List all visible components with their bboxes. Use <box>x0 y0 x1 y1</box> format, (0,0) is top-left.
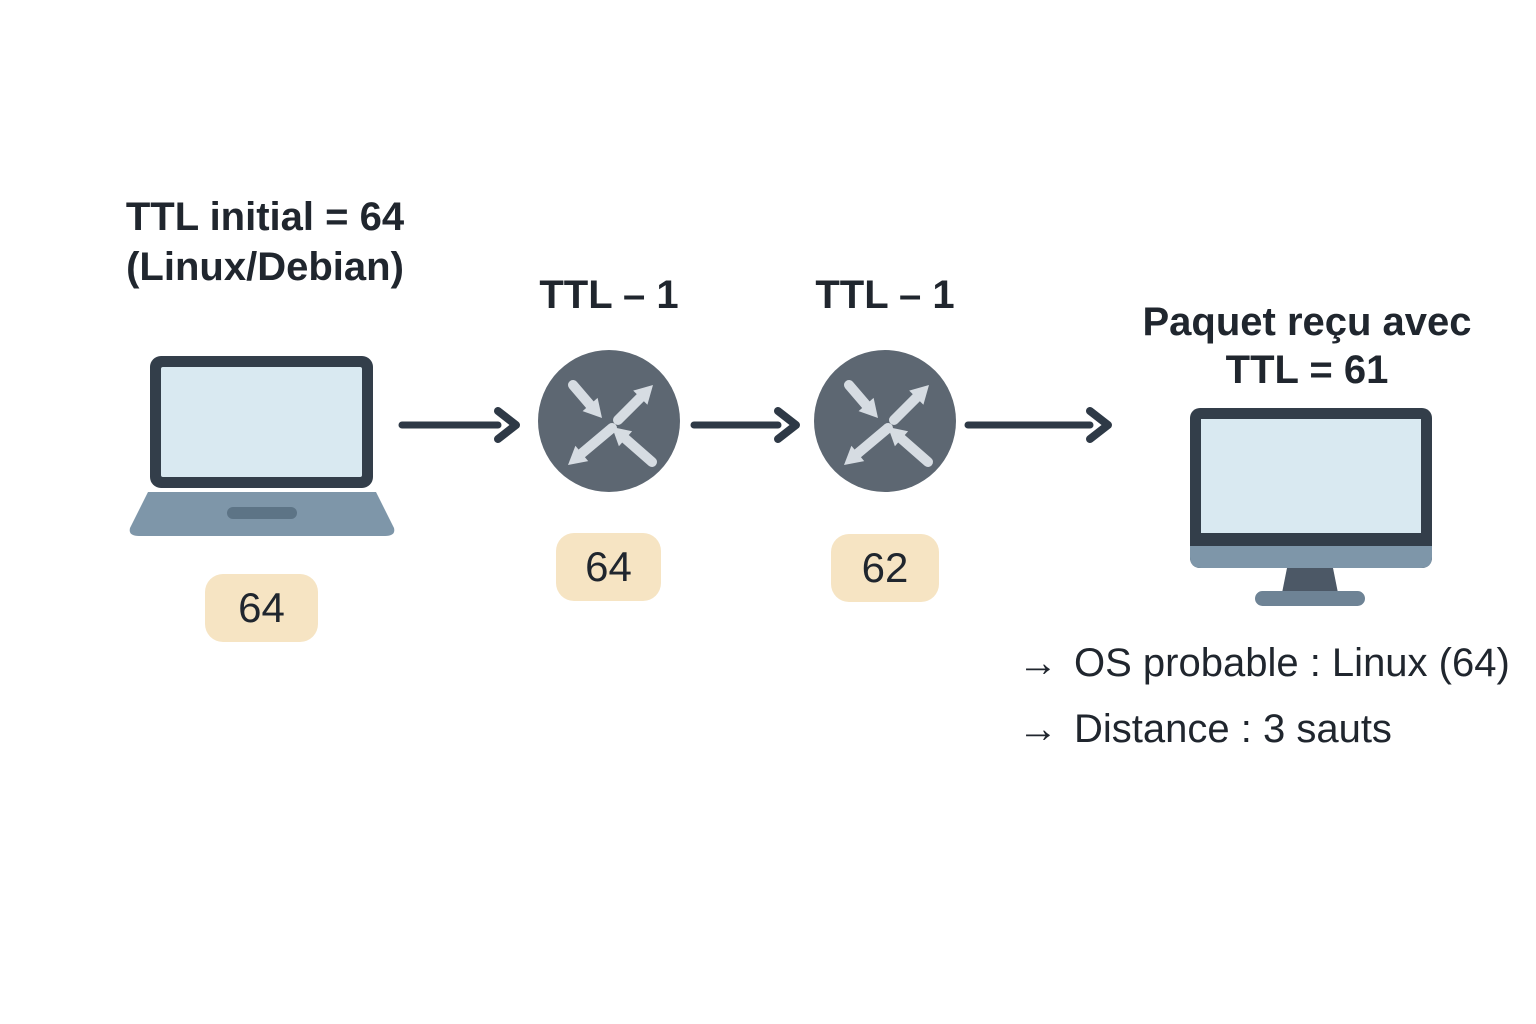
monitor-base <box>1255 591 1365 606</box>
arrow-right-icon <box>964 407 1112 443</box>
source-title: TTL initial = 64 (Linux/Debian) <box>70 192 460 292</box>
router-icon <box>538 350 680 492</box>
destination-title-line1: Paquet reçu avec <box>1142 300 1472 344</box>
result-line-os: → OS probable : Linux (64) <box>1018 640 1510 686</box>
destination-title: Paquet reçu avec TTL = 61 <box>1117 298 1497 394</box>
router-arrows-glyph <box>568 380 657 467</box>
hop1-ttl-value: 64 <box>585 543 632 590</box>
hop2-label: TTL – 1 <box>815 273 955 317</box>
monitor-icon <box>1190 408 1432 606</box>
source-title-line2: (Linux/Debian) <box>126 245 404 289</box>
router-arrows-glyph <box>844 380 933 467</box>
analysis-results: → OS probable : Linux (64) → Distance : 3 … <box>1018 640 1510 772</box>
result-line-distance: → Distance : 3 sauts <box>1018 706 1510 752</box>
monitor-stand <box>1281 568 1339 598</box>
result-distance-text: Distance : 3 sauts <box>1074 707 1392 751</box>
hop2-ttl-value: 62 <box>861 544 909 591</box>
hop1-label: TTL – 1 <box>539 273 679 317</box>
source-ttl-value: 64 <box>238 584 285 631</box>
hop1-ttl-badge: 64 <box>556 533 661 601</box>
right-arrow-glyph: → <box>1018 707 1058 751</box>
router-icon <box>814 350 956 492</box>
arrow-right-icon <box>398 407 520 443</box>
laptop-trackpad-notch <box>227 507 297 519</box>
hop2-ttl-badge: 62 <box>831 534 939 602</box>
right-arrow-glyph: → <box>1018 641 1058 685</box>
destination-title-line2: TTL = 61 <box>1225 348 1389 392</box>
source-title-line1: TTL initial = 64 <box>125 195 405 239</box>
source-ttl-badge: 64 <box>205 574 318 642</box>
laptop-icon <box>129 356 395 536</box>
arrow-right-icon <box>690 407 800 443</box>
result-os-text: OS probable : Linux (64) <box>1074 641 1510 685</box>
